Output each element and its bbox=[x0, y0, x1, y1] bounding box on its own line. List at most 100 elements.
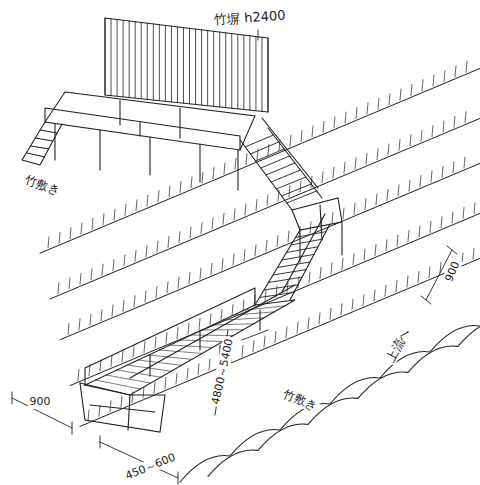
sketch-stroke bbox=[91, 269, 92, 280]
sketch-stroke bbox=[342, 258, 343, 269]
dimension: 900 bbox=[441, 258, 463, 286]
sketch-stroke bbox=[453, 162, 454, 173]
sketch-stroke bbox=[235, 158, 236, 169]
sketch-stroke bbox=[123, 20, 124, 97]
sketch-stroke bbox=[367, 103, 368, 114]
sketch-stroke bbox=[365, 199, 366, 210]
sketch-stroke bbox=[213, 168, 214, 179]
sketch-stroke bbox=[110, 401, 111, 412]
sketch-stroke bbox=[431, 171, 432, 182]
sketch-stroke bbox=[176, 373, 177, 384]
sketch-stroke bbox=[261, 37, 262, 111]
sketch-stroke bbox=[147, 23, 148, 99]
sketch-stroke bbox=[455, 66, 456, 77]
sketch-stroke bbox=[157, 241, 158, 252]
sketch-stroke bbox=[266, 163, 295, 175]
sketch-stroke bbox=[400, 89, 401, 100]
sketch-stroke bbox=[345, 112, 346, 123]
sketch-stroke bbox=[209, 359, 210, 370]
sketch-stroke bbox=[343, 208, 344, 219]
sketch-stroke bbox=[253, 341, 254, 352]
sketch-stroke bbox=[463, 208, 464, 219]
sketch-stroke bbox=[69, 278, 70, 289]
sketch-stroke bbox=[123, 300, 124, 311]
sketch-stroke bbox=[90, 314, 91, 325]
end-platform bbox=[80, 383, 165, 432]
sketch-stroke bbox=[466, 61, 467, 72]
sketch-stroke bbox=[278, 262, 311, 268]
sketch-stroke bbox=[168, 236, 169, 247]
sketch-stroke bbox=[331, 263, 332, 274]
sketch-stroke bbox=[330, 308, 331, 319]
sketch-stroke bbox=[124, 255, 125, 266]
dimension: 900 bbox=[28, 395, 53, 408]
sketch-stroke bbox=[221, 309, 222, 320]
sketch-stroke bbox=[78, 369, 79, 380]
stair-upper bbox=[240, 118, 322, 210]
sketch-stroke bbox=[333, 167, 334, 178]
lower-walkway bbox=[85, 285, 295, 395]
sketch-stroke bbox=[260, 292, 295, 297]
sketch-stroke bbox=[409, 180, 410, 191]
sketch-stroke bbox=[188, 323, 189, 334]
sketch-stroke bbox=[223, 213, 224, 224]
sketch-stroke bbox=[256, 199, 257, 210]
sketch-stroke bbox=[264, 336, 265, 347]
sketch-stroke bbox=[246, 154, 247, 165]
sketch-stroke bbox=[213, 31, 214, 106]
sketch-stroke bbox=[275, 332, 276, 343]
sketch-stroke bbox=[114, 209, 115, 220]
sketch-stroke bbox=[40, 68, 480, 253]
sketch-stroke bbox=[68, 323, 69, 334]
sketch-stroke bbox=[180, 181, 181, 192]
sketch-stroke bbox=[418, 271, 419, 282]
sketch-stroke bbox=[312, 126, 313, 137]
sketch-stroke bbox=[117, 19, 118, 96]
sketch-stroke bbox=[103, 214, 104, 225]
sketch-stroke bbox=[128, 365, 172, 371]
sketch-stroke bbox=[320, 268, 321, 279]
sketch-stroke bbox=[225, 33, 226, 108]
sketch-stroke bbox=[266, 240, 267, 251]
dimension: 4800～5400 bbox=[208, 336, 236, 408]
sketch-stroke bbox=[291, 239, 322, 245]
sketch-stroke bbox=[356, 107, 357, 118]
material-note: 竹敷き bbox=[279, 386, 321, 414]
sketch-stroke bbox=[244, 306, 284, 310]
sketch-stroke bbox=[273, 270, 306, 275]
sketch-stroke bbox=[250, 142, 278, 154]
sketch-stroke bbox=[442, 166, 443, 177]
sketch-stroke bbox=[187, 368, 188, 379]
sketch-stroke bbox=[378, 98, 379, 109]
river-wave bbox=[180, 326, 480, 482]
sketch-stroke bbox=[191, 177, 192, 188]
sketch-stroke bbox=[171, 26, 172, 102]
left-steps bbox=[22, 122, 62, 165]
sketch-stroke bbox=[419, 226, 420, 237]
sketch-stroke bbox=[282, 184, 312, 196]
sketch-stroke bbox=[79, 319, 80, 330]
sketch-stroke bbox=[385, 285, 386, 296]
sketch-stroke bbox=[286, 327, 287, 338]
sketch-stroke bbox=[244, 250, 245, 261]
fence-note: 竹塀 h2400 bbox=[212, 8, 288, 29]
sketch-stroke bbox=[344, 163, 345, 174]
sketch-stroke bbox=[102, 264, 103, 275]
sketch-stroke bbox=[213, 324, 254, 325]
sketch-stroke bbox=[133, 346, 134, 357]
sketch-stroke bbox=[473, 248, 474, 259]
sketch-stroke bbox=[465, 112, 466, 123]
sketch-stroke bbox=[121, 396, 122, 407]
sketch-stroke bbox=[233, 254, 234, 265]
sketch-stroke bbox=[301, 131, 302, 142]
sketch-stroke bbox=[219, 32, 220, 107]
sketch-stroke bbox=[166, 332, 167, 343]
sketch-stroke bbox=[156, 286, 157, 297]
sketch-stroke bbox=[153, 24, 154, 100]
sketch-stroke bbox=[399, 139, 400, 150]
sketch-stroke bbox=[234, 209, 235, 220]
river-waves bbox=[180, 320, 480, 482]
sketch-stroke bbox=[113, 260, 114, 271]
sketch-stroke bbox=[106, 375, 150, 383]
sketch-stroke bbox=[387, 189, 388, 200]
